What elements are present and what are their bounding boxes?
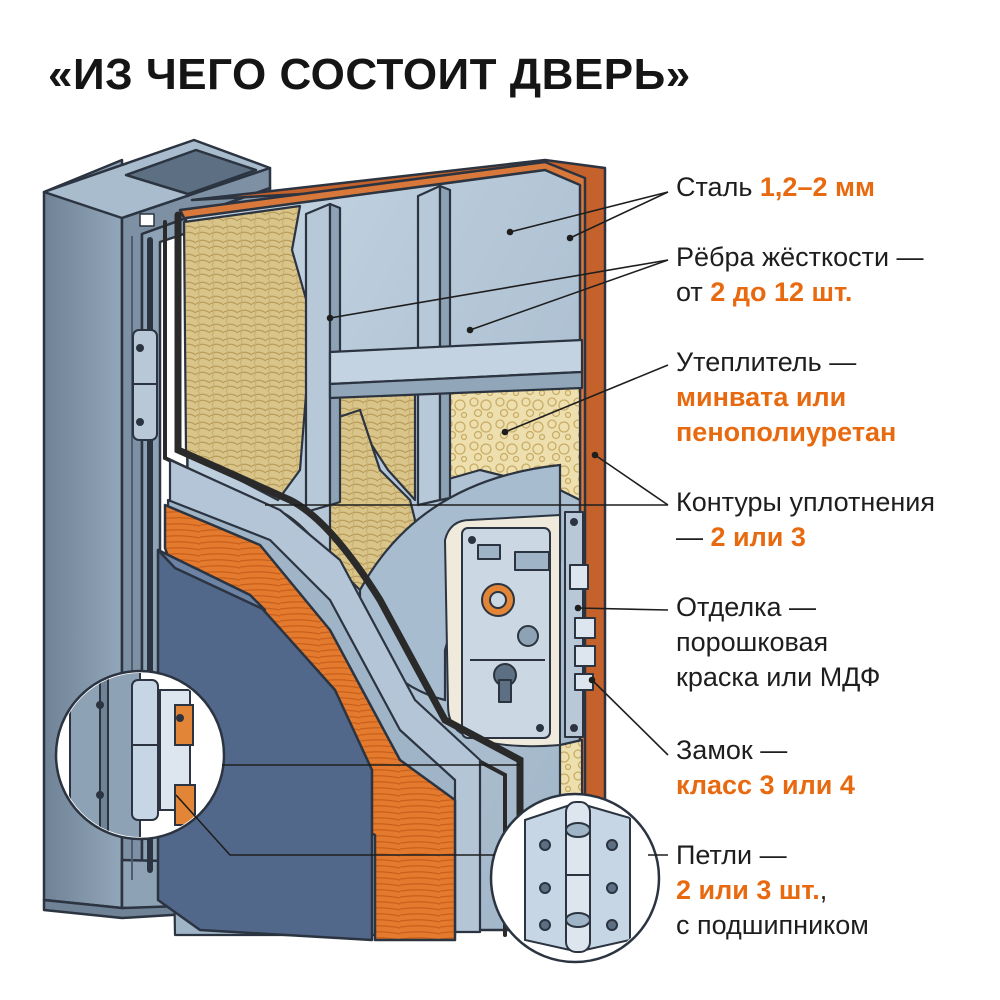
stiffening-ribs [304, 184, 584, 514]
label-finish: Отделка — порошковая краска или МДФ [676, 590, 880, 695]
label-lock-line1: Замок — [676, 735, 788, 765]
page-title: «ИЗ ЧЕГО СОСТОИТ ДВЕРЬ» [48, 50, 691, 99]
label-finish-line1: Отделка — [676, 592, 817, 622]
label-insulation-value1: минвата или [676, 382, 847, 412]
label-steel: Сталь 1,2–2 мм [676, 170, 875, 205]
label-finish-line2: порошковая [676, 627, 829, 657]
label-seals: Контуры уплотнения — 2 или 3 [676, 485, 935, 555]
leader-lines [175, 191, 669, 856]
lock-mechanism [444, 511, 596, 748]
label-insulation-line1: Утеплитель — [676, 347, 857, 377]
label-hinges: Петли — 2 или 3 шт., с подшипником [676, 838, 869, 943]
label-finish-line3: краска или МДФ [676, 662, 881, 692]
hinge-zoom-right [489, 792, 661, 964]
label-hinges-line1: Петли — [676, 840, 787, 870]
label-ribs-line1: Рёбра жёсткости — [676, 242, 924, 272]
label-hinges-value: 2 или 3 шт. [676, 875, 820, 905]
label-steel-value: 1,2–2 мм [759, 172, 875, 202]
label-insulation: Утеплитель — минвата или пенополиуретан [676, 345, 896, 450]
label-ribs-prefix: от [676, 277, 711, 307]
label-lock: Замок — класс 3 или 4 [676, 733, 855, 803]
label-seals-value: 2 или 3 [710, 522, 806, 552]
label-insulation-value2: пенополиуретан [676, 417, 897, 447]
label-seals-line1: Контуры уплотнения [676, 487, 935, 517]
label-steel-text: Сталь [676, 172, 760, 202]
powder-coated-panel [156, 548, 374, 942]
hinge-zoom-left [54, 669, 226, 841]
label-ribs-value: 2 до 12 шт. [710, 277, 853, 307]
label-lock-value: класс 3 или 4 [676, 770, 855, 800]
label-hinges-suffix: , [819, 875, 828, 905]
label-seals-prefix: — [676, 522, 711, 552]
label-hinges-line3: с подшипником [676, 910, 869, 940]
top-hinge [132, 329, 158, 441]
label-ribs: Рёбра жёсткости — от 2 до 12 шт. [676, 240, 924, 310]
